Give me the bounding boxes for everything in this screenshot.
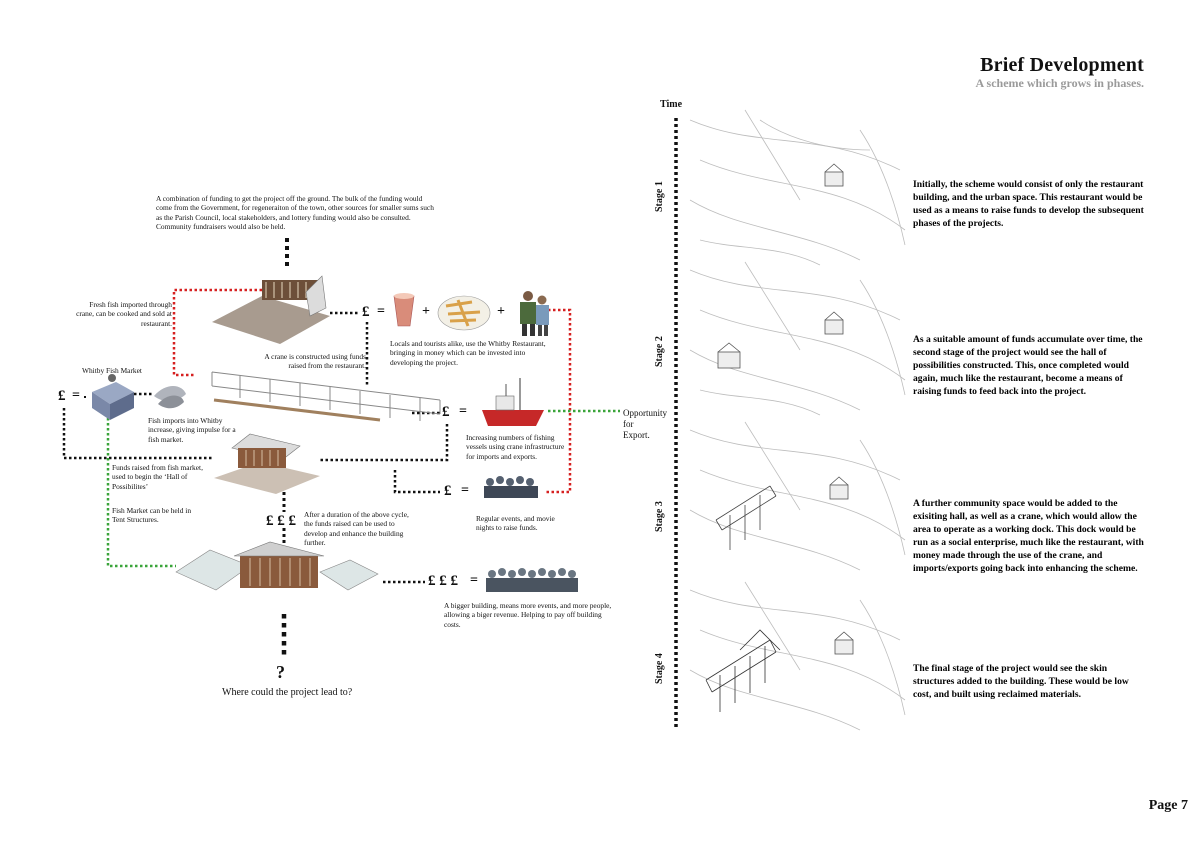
crane-note: A crane is constructed using funds raise… [264, 352, 366, 371]
fresh-fish-note: Fresh fish imported through crane, can b… [76, 300, 172, 328]
stage-2-label: Stage 2 [654, 336, 665, 367]
fish-illustration [154, 386, 186, 409]
triple-pound-growth: £ £ £ [266, 513, 296, 529]
stage-1-label: Stage 1 [654, 181, 665, 212]
connector-pound-hall [318, 424, 449, 462]
plus-symbol-2: + [497, 304, 505, 319]
equals-symbol-crane: = [459, 404, 467, 419]
equals-symbol-restaurant: = [377, 304, 385, 319]
equals-symbol-building: = [470, 573, 478, 588]
locals-note: Locals and tourists alike, use the Whitb… [390, 339, 546, 367]
fish-imports-note: Fish imports into Whitby increase, givin… [148, 416, 236, 444]
equals-symbol-market: = [72, 388, 80, 403]
tent-note: Fish Market can be held in Tent Structur… [112, 506, 192, 525]
pound-symbol-restaurant: £ [362, 304, 370, 320]
stage-2-description: As a suitable amount of funds accumulate… [913, 334, 1143, 397]
bigger-building-note: A bigger building, means more events, an… [444, 601, 612, 629]
hall-funds-note: Funds raised from fish market, used to b… [112, 463, 203, 491]
stage-4-description: The final stage of the project would see… [913, 663, 1129, 700]
cycle-note: After a duration of the above cycle, the… [304, 510, 409, 548]
stage-3-label: Stage 3 [654, 501, 665, 532]
pound-symbol-events: £ [444, 483, 452, 499]
fishing-vessels-note: Increasing numbers of fishing vessels us… [466, 433, 565, 461]
connector-market-hall [62, 408, 212, 460]
connector-events-loop [545, 308, 572, 494]
stage-1-map [689, 109, 906, 266]
plus-symbol-1: + [422, 304, 430, 319]
stage-3-description: A further community space would be added… [913, 498, 1144, 574]
bigger-audience-illustration [486, 568, 578, 592]
connector-fresh-fish [172, 288, 262, 377]
stage-4-label: Stage 4 [654, 653, 665, 684]
stage-3-map [689, 421, 906, 571]
page-subtitle: A scheme which grows in phases. [975, 76, 1144, 90]
triple-pound-building: £ £ £ [428, 573, 458, 589]
crane-illustration [211, 371, 441, 422]
boat-illustration [482, 378, 544, 426]
export-note: Opportunity for Export. [623, 408, 667, 440]
events-note: Regular events, and movie nights to rais… [476, 514, 555, 533]
funding-note: A combination of funding to get the proj… [156, 194, 434, 232]
drink-illustration [393, 293, 415, 327]
time-label: Time [660, 99, 683, 110]
big-building-illustration [175, 541, 379, 591]
equals-symbol-events: = [461, 483, 469, 498]
audience-illustration [484, 476, 538, 498]
stage-1-description: Initially, the scheme would consist of o… [913, 179, 1144, 229]
fish-market-label: Whitby Fish Market [82, 366, 142, 375]
page-number: Page 7 [1148, 798, 1188, 813]
future-question: Where could the project lead to? [222, 687, 353, 698]
food-illustration [437, 295, 491, 331]
question-mark: ? [276, 662, 285, 682]
fish-market-illustration [92, 374, 134, 420]
page-title: Brief Development [980, 54, 1144, 76]
stage-2-map [689, 261, 906, 416]
hall-illustration [214, 433, 320, 494]
stage-4-map [689, 581, 906, 731]
people-illustration [520, 291, 549, 336]
pound-symbol-market: £ [58, 388, 66, 404]
connector-hall-events [393, 470, 440, 494]
restaurant-illustration [212, 275, 330, 344]
pound-symbol-crane: £ [442, 404, 450, 420]
